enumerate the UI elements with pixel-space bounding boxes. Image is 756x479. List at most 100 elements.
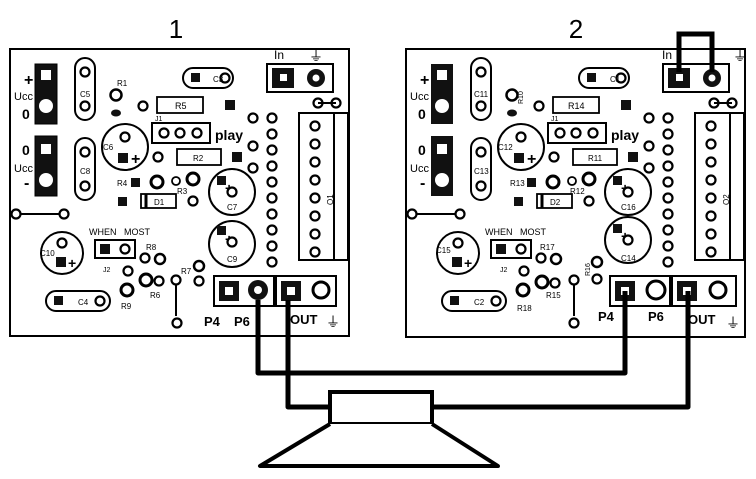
resistor-r14 [552, 96, 600, 114]
pad-square [54, 296, 63, 305]
label-r4: R4 [117, 179, 128, 188]
output-ground-symbol: ⏚ [726, 315, 740, 331]
p6-label: P6 [648, 309, 664, 324]
pad-round [171, 176, 181, 186]
polarity-plus: + [464, 255, 472, 271]
when-label: WHEN [485, 227, 513, 237]
pad-square [437, 144, 447, 154]
label-r7: R7 [181, 267, 192, 276]
supply-plus: + [24, 72, 33, 89]
label-r3: R3 [177, 187, 188, 196]
pad-square [41, 144, 51, 154]
pad-square [191, 73, 200, 82]
label-c16: C16 [621, 203, 636, 212]
pad-square [437, 70, 447, 80]
pad-square [118, 197, 127, 206]
pad-square [450, 296, 459, 305]
when-label: WHEN [89, 227, 117, 237]
output-ground-pin [708, 280, 728, 300]
supply-ucc-bottom: Ucc [410, 163, 429, 175]
label-c6: C6 [103, 143, 114, 152]
pad-round [708, 74, 716, 82]
heatsink-tab [333, 112, 349, 261]
label-r2: R2 [193, 154, 204, 163]
label-r8: R8 [146, 243, 157, 252]
label-j2: J2 [500, 267, 508, 274]
label-r14: R14 [568, 101, 585, 111]
p6-label: P6 [234, 314, 250, 329]
label-c10: C10 [40, 249, 55, 258]
resistor-r8 [153, 252, 167, 266]
polarity-plus: + [68, 255, 76, 271]
supply-zero-bottom: 0 [418, 142, 426, 158]
resistor-r2 [176, 148, 222, 166]
label-r1: R1 [117, 79, 128, 88]
supply-ucc-top: Ucc [410, 91, 429, 103]
capacitor-c6 [101, 123, 149, 171]
label-c5: C5 [80, 90, 91, 99]
pad-square [217, 226, 226, 235]
pad-square [225, 100, 235, 110]
label-c3: C3 [213, 75, 224, 84]
resistor-r7 [192, 259, 206, 273]
resistor-r11 [572, 148, 618, 166]
pad-square [514, 197, 523, 206]
pad-round [435, 99, 449, 113]
input-label: In [662, 48, 672, 62]
label-c4: C4 [78, 298, 89, 307]
input-label: In [274, 48, 284, 62]
pad-square [587, 73, 596, 82]
pad-round [254, 286, 262, 294]
supply-ucc-top: Ucc [14, 91, 33, 103]
pad-round [567, 176, 577, 186]
input-ground-symbol: ⏚ [733, 48, 747, 64]
label-r5: R5 [175, 101, 187, 111]
pad-round [39, 99, 53, 113]
resistor-r4 [149, 174, 165, 190]
pad-square [613, 176, 622, 185]
pad-square [280, 74, 287, 81]
label-r6: R6 [150, 291, 161, 300]
board-1-title: 1 [169, 14, 183, 44]
label-c9: C9 [227, 255, 238, 264]
pad-square [613, 224, 622, 233]
polarity-plus: + [527, 151, 536, 168]
pad-round [312, 74, 320, 82]
wire-out2-to-speaker [432, 291, 691, 410]
label-c7: C7 [227, 203, 238, 212]
pad-square [217, 176, 226, 185]
label-r13: R13 [510, 179, 525, 188]
output-label: OUT [290, 312, 318, 327]
most-label: MOST [520, 227, 547, 237]
pad-square [676, 74, 683, 81]
supply-zero-bottom: 0 [22, 142, 30, 158]
resistor-r17 [549, 252, 563, 266]
pad-square [100, 244, 110, 254]
diode-d1 [140, 193, 177, 209]
resistor-r6 [138, 272, 154, 288]
wire-p6-to-p4 [255, 291, 628, 376]
label-r10: R10 [518, 91, 525, 104]
label-q1: Q1 [326, 194, 335, 205]
p4-label: P4 [598, 309, 615, 324]
pad-square [514, 153, 524, 163]
resistor-r13 [545, 174, 561, 190]
input-short-wire [676, 31, 715, 72]
resistor-r10 [505, 88, 519, 102]
supply-ucc-bottom: Ucc [14, 163, 33, 175]
polarity-plus: + [131, 151, 140, 168]
resistor-r1-pad [111, 109, 121, 117]
pad-square [621, 100, 631, 110]
play-label: play [611, 127, 639, 143]
resistor-r9 [119, 282, 135, 298]
interconnect-wires [255, 291, 691, 410]
wire-out1-to-speaker [285, 300, 330, 410]
pad-square [628, 152, 638, 162]
speaker-magnet [328, 390, 434, 426]
pad-round [435, 173, 449, 187]
transistor-q1 [298, 112, 335, 261]
label-c8: C8 [80, 167, 91, 176]
label-c15: C15 [436, 246, 451, 255]
speaker-cone [258, 422, 500, 468]
supply-zero-top: 0 [22, 106, 30, 122]
